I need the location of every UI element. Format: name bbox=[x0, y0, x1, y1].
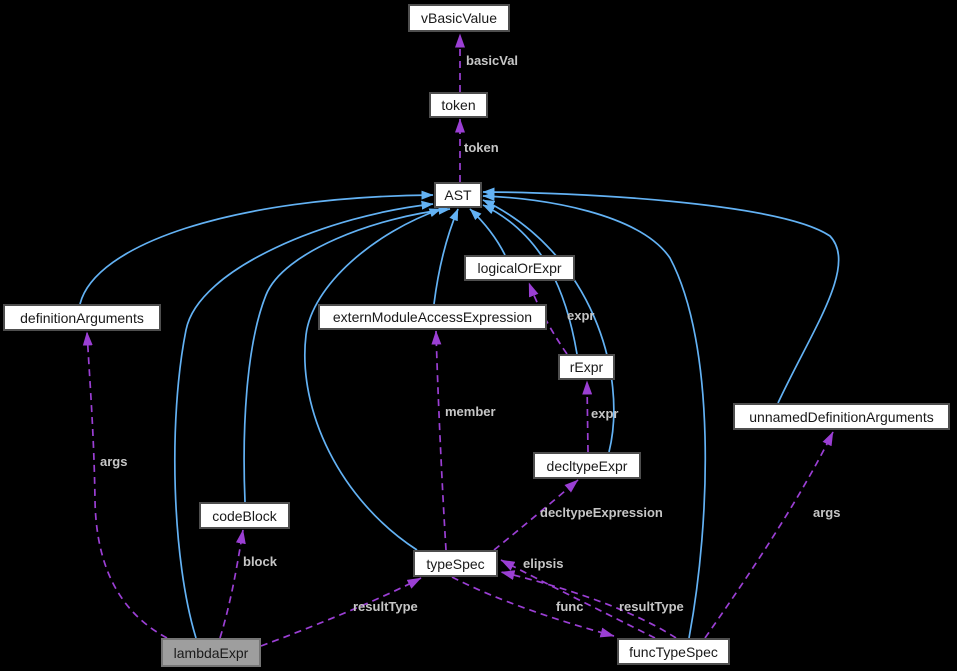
edge-label-resulttype-left: resultType bbox=[353, 599, 418, 614]
edge-lambdaExpr-definitionArguments bbox=[82, 331, 168, 639]
node-decltypeexpr[interactable]: decltypeExpr bbox=[533, 452, 641, 479]
node-logicalorexpr[interactable]: logicalOrExpr bbox=[464, 255, 575, 281]
edge-lambdaExpr-codeBlock bbox=[219, 529, 246, 639]
edge-typeSpec-AST bbox=[304, 208, 442, 551]
node-token[interactable]: token bbox=[429, 92, 488, 118]
edge-label-elipsis: elipsis bbox=[523, 556, 564, 571]
edge-lambdaExpr-typeSpec bbox=[260, 577, 422, 647]
edge-typeSpec-externModuleAccessExpression bbox=[431, 330, 447, 551]
node-ast[interactable]: AST bbox=[434, 182, 482, 208]
edge-definitionArguments-AST bbox=[79, 190, 434, 305]
node-definitionarguments[interactable]: definitionArguments bbox=[3, 304, 161, 331]
node-codeblock[interactable]: codeBlock bbox=[199, 502, 290, 529]
edge-funcTypeSpec-unnamedDefinitionArguments bbox=[704, 431, 834, 639]
edge-label-basicval: basicVal bbox=[466, 53, 519, 68]
edge-label-block: block bbox=[243, 554, 277, 569]
edge-unnamedDefinitionArguments-AST bbox=[482, 187, 840, 404]
node-unnameddefinitionarguments[interactable]: unnamedDefinitionArguments bbox=[733, 403, 950, 430]
edge-label-token: token bbox=[464, 140, 499, 155]
node-rexpr[interactable]: rExpr bbox=[558, 354, 615, 380]
edge-label-func: func bbox=[556, 599, 584, 614]
node-externmoduleaccessexpression[interactable]: externModuleAccessExpression bbox=[318, 304, 547, 330]
node-vbasicvalue[interactable]: vBasicValue bbox=[408, 4, 510, 32]
node-functypespec[interactable]: funcTypeSpec bbox=[617, 638, 730, 665]
edge-funcTypeSpec-AST bbox=[482, 191, 707, 639]
edge-lambdaExpr-AST bbox=[174, 200, 434, 639]
edge-label-args-right: args bbox=[813, 505, 841, 520]
edge-label-args-left: args bbox=[100, 454, 128, 469]
edge-typeSpec-funcTypeSpec bbox=[451, 576, 615, 638]
node-lambdaexpr[interactable]: lambdaExpr bbox=[161, 638, 261, 667]
edge-label-expr-lower: expr bbox=[591, 406, 619, 421]
edge-label-member: member bbox=[445, 404, 496, 419]
node-typespec[interactable]: typeSpec bbox=[413, 550, 498, 577]
edge-funcTypeSpec-typeSpec-elipsis bbox=[500, 559, 656, 639]
edge-logicalOrExpr-AST bbox=[469, 208, 506, 256]
edge-decltypeExpr-rExpr bbox=[582, 380, 593, 453]
edge-label-expr-upper: expr bbox=[567, 308, 595, 323]
edge-decltypeExpr-AST bbox=[482, 199, 615, 453]
edge-typeSpec-decltypeExpr bbox=[493, 479, 579, 551]
edge-label-decltypeexpression: decltypeExpression bbox=[540, 505, 663, 520]
edge-codeBlock-AST bbox=[243, 205, 451, 503]
edge-externModuleAccessExpression-AST bbox=[433, 208, 459, 305]
edge-label-resulttype-right: resultType bbox=[619, 599, 684, 614]
